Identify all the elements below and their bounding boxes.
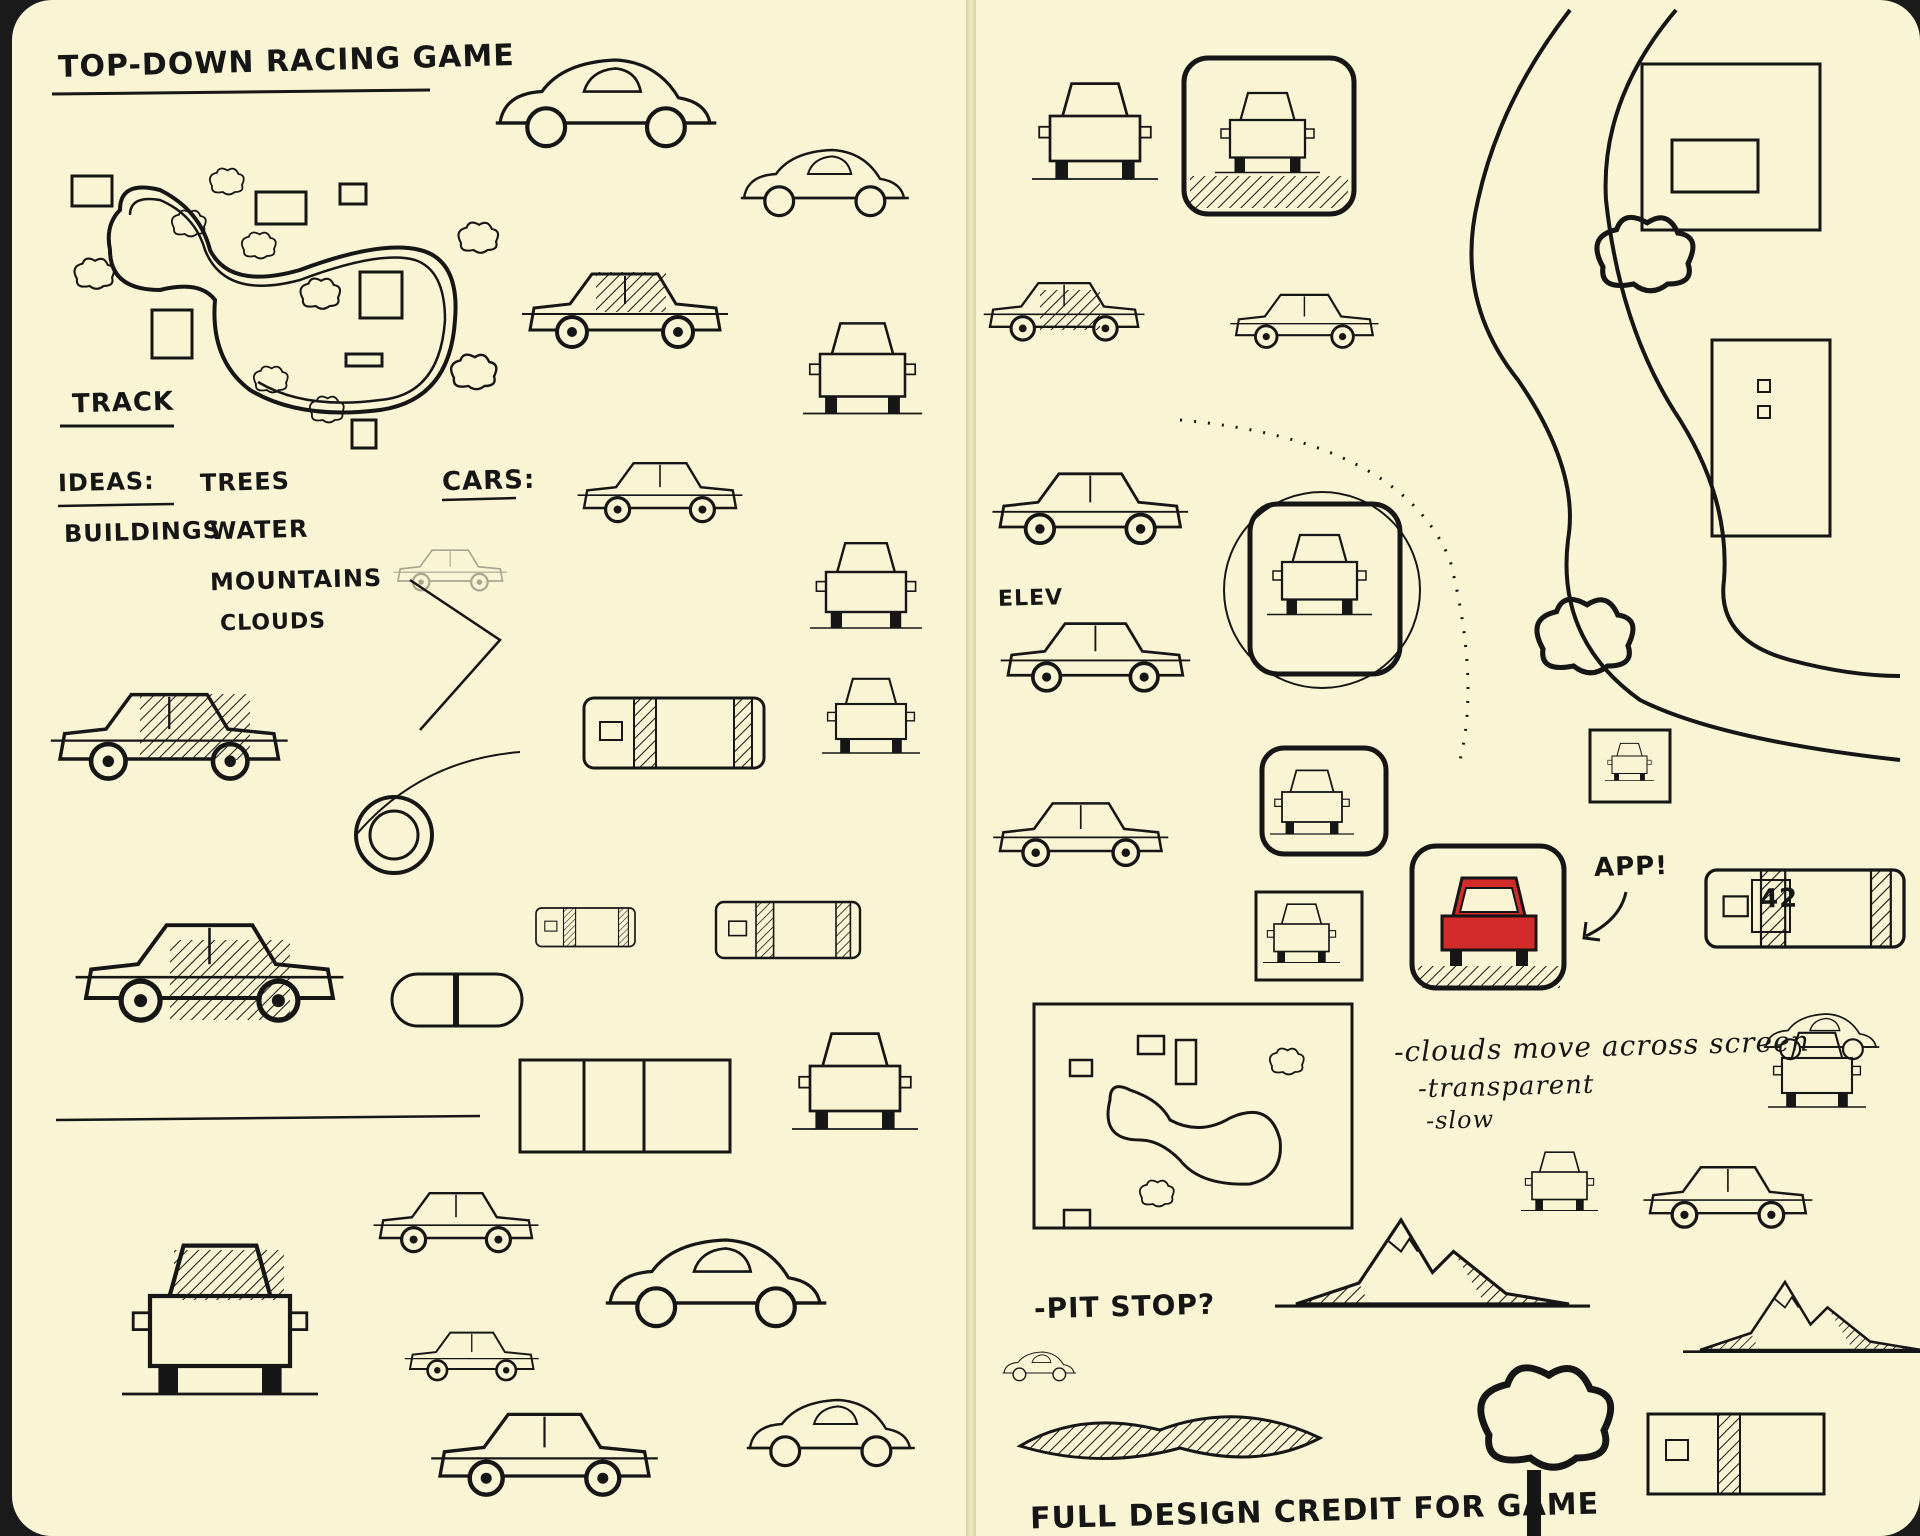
app-label: APP! xyxy=(1593,851,1669,883)
track-map-sketch xyxy=(70,167,500,450)
track-label: TRACK xyxy=(71,386,175,420)
right-page xyxy=(972,0,1920,1536)
idea-buildings: BUILDINGS xyxy=(63,515,222,549)
pit-stop-note: -PIT STOP? xyxy=(1033,1287,1216,1326)
ideas-label: IDEAS: xyxy=(57,466,156,498)
cloud-note-2: -transparent xyxy=(1417,1069,1595,1105)
idea-mountains: MOUNTAINS xyxy=(209,563,383,597)
page-gutter xyxy=(966,0,976,1536)
cars-label: CARS: xyxy=(441,464,536,498)
cloud-note-3: -slow xyxy=(1425,1105,1495,1135)
elev-label: ELEV xyxy=(997,585,1064,612)
red-app-car-sketch xyxy=(1409,843,1567,991)
car-number: 42 xyxy=(1759,883,1799,915)
idea-clouds: CLOUDS xyxy=(219,608,327,637)
left-page xyxy=(12,0,970,1536)
idea-water: WATER xyxy=(209,514,309,546)
idea-trees: TREES xyxy=(199,466,291,498)
